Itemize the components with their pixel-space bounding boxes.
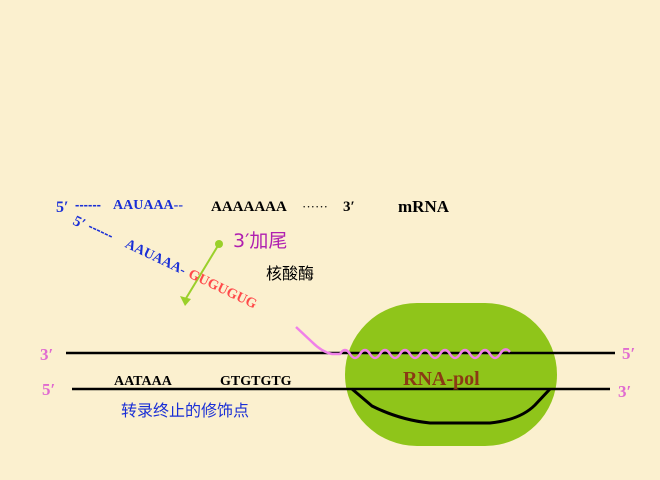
nascent-rna-strand bbox=[295, 326, 511, 360]
mrna-label: mRNA bbox=[398, 197, 450, 216]
cleavage-marker-line bbox=[184, 243, 220, 301]
top-dots: ······ bbox=[302, 199, 328, 214]
diag-aauaaa: AAUAAA- bbox=[123, 237, 189, 279]
rna-pol-label: RNA-pol bbox=[403, 368, 480, 390]
dna-seq-gtgtgtg: GTGTGTG bbox=[220, 374, 292, 389]
dna-lower-right-end: 3′ bbox=[618, 382, 631, 401]
diag-gugugug: GUGUGUG bbox=[186, 267, 259, 312]
top-five-prime: 5′ bbox=[56, 199, 69, 216]
cleavage-marker-arrowhead bbox=[180, 296, 191, 306]
dna-seq-aataaa: AATAAA bbox=[114, 374, 173, 389]
top-aauaaa: AAUAAA-- bbox=[113, 198, 183, 213]
rna-polymerase-body bbox=[345, 303, 557, 446]
dna-lower-left-end: 5′ bbox=[42, 380, 55, 399]
transcription-bubble bbox=[351, 387, 552, 425]
cleavage-marker-dot bbox=[215, 240, 223, 248]
dna-upper-right-end: 5′ bbox=[622, 344, 635, 363]
top-three-prime: 3′ bbox=[343, 199, 355, 215]
diag-five-prime: 5′ bbox=[70, 213, 87, 232]
terminator-caption: 转录终止的修饰点 bbox=[121, 401, 249, 420]
nuclease-label: 核酸酶 bbox=[266, 264, 314, 283]
top-dashes: ------ bbox=[75, 197, 101, 212]
diag-dashes: ------ bbox=[86, 218, 116, 243]
diagonal-strand: 5′ ------ AAUAAA- GUGUGUG bbox=[70, 213, 259, 312]
top-poly-a: AAAAAAA bbox=[211, 199, 287, 215]
dna-upper-left-end: 3′ bbox=[40, 345, 53, 364]
tailing-label: 3′加尾 bbox=[233, 230, 287, 252]
